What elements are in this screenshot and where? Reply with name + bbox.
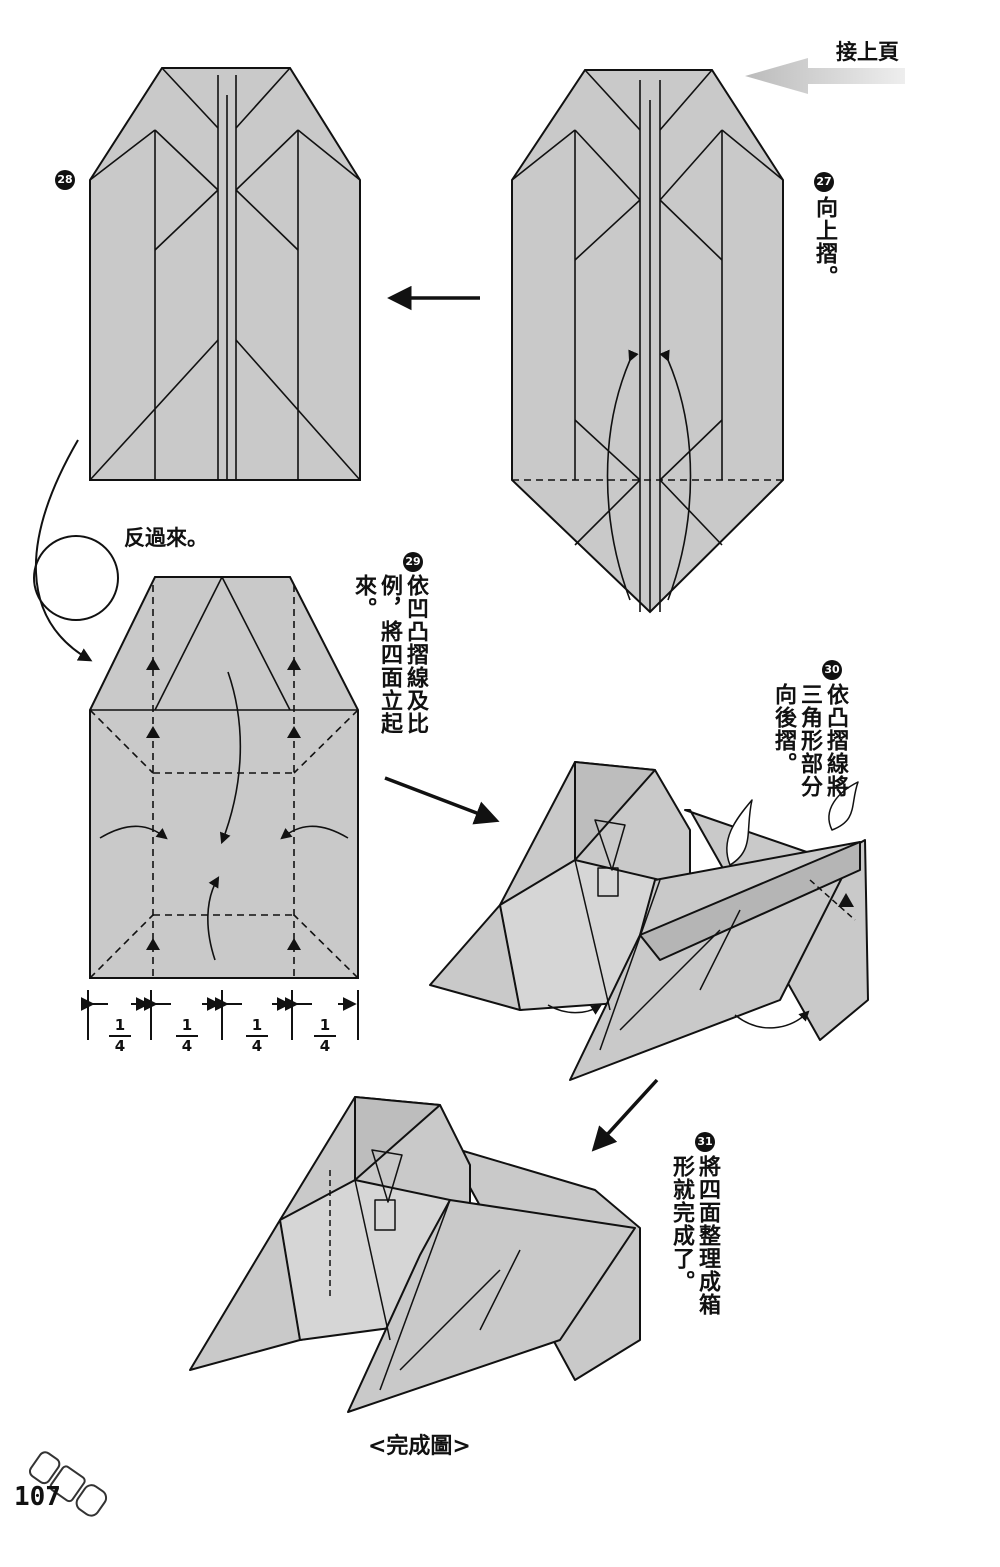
step-29-number: 29 (403, 552, 423, 572)
step-29-text: 依凹凸摺線及比例，將四面立起來。 (351, 574, 428, 735)
step31-figure (189, 1096, 641, 1413)
fraction-bar (314, 1035, 336, 1037)
step-30-text: 依凸摺線將三角形部分向後摺。 (771, 683, 848, 798)
step30-figure (429, 761, 869, 1081)
fraction-4: 1 4 (312, 1017, 338, 1055)
step-30-number: 30 (822, 660, 842, 680)
step-31-number: 31 (695, 1132, 715, 1152)
step27-figure (511, 69, 784, 614)
step28-figure (89, 67, 361, 481)
fraction-2: 1 4 (174, 1017, 200, 1055)
arrow-29-to-30 (384, 776, 500, 825)
fraction-bar (109, 1035, 131, 1037)
continued-arrow (745, 58, 905, 94)
step-27-text: 向上摺。 (812, 196, 837, 288)
step-28-number: 28 (55, 170, 75, 190)
fraction-4-numerator: 1 (319, 1016, 331, 1034)
fraction-1-numerator: 1 (114, 1016, 126, 1034)
continued-label: 接上頁 (836, 40, 899, 64)
fraction-2-numerator: 1 (181, 1016, 193, 1034)
fraction-3-numerator: 1 (251, 1016, 263, 1034)
step-31-text: 將四面整理成箱形就完成了。 (669, 1155, 720, 1316)
flip-label: 反過來。 (124, 526, 208, 550)
fraction-bar (176, 1035, 198, 1037)
fraction-2-denominator: 4 (181, 1037, 193, 1055)
fraction-1: 1 4 (107, 1017, 133, 1055)
arrow-30-to-31 (591, 1078, 659, 1152)
fraction-bar (246, 1035, 268, 1037)
watermark-logo (28, 1451, 108, 1517)
fraction-4-denominator: 4 (319, 1037, 331, 1055)
quarter-ruler (80, 990, 359, 1040)
completion-caption: <完成圖> (368, 1434, 471, 1459)
step-27-number: 27 (814, 172, 834, 192)
fraction-3-denominator: 4 (251, 1037, 263, 1055)
fraction-1-denominator: 4 (114, 1037, 126, 1055)
step29-figure (89, 576, 359, 979)
page-number: 107 (14, 1482, 61, 1512)
fraction-3: 1 4 (244, 1017, 270, 1055)
flip-over-symbol (33, 439, 119, 662)
